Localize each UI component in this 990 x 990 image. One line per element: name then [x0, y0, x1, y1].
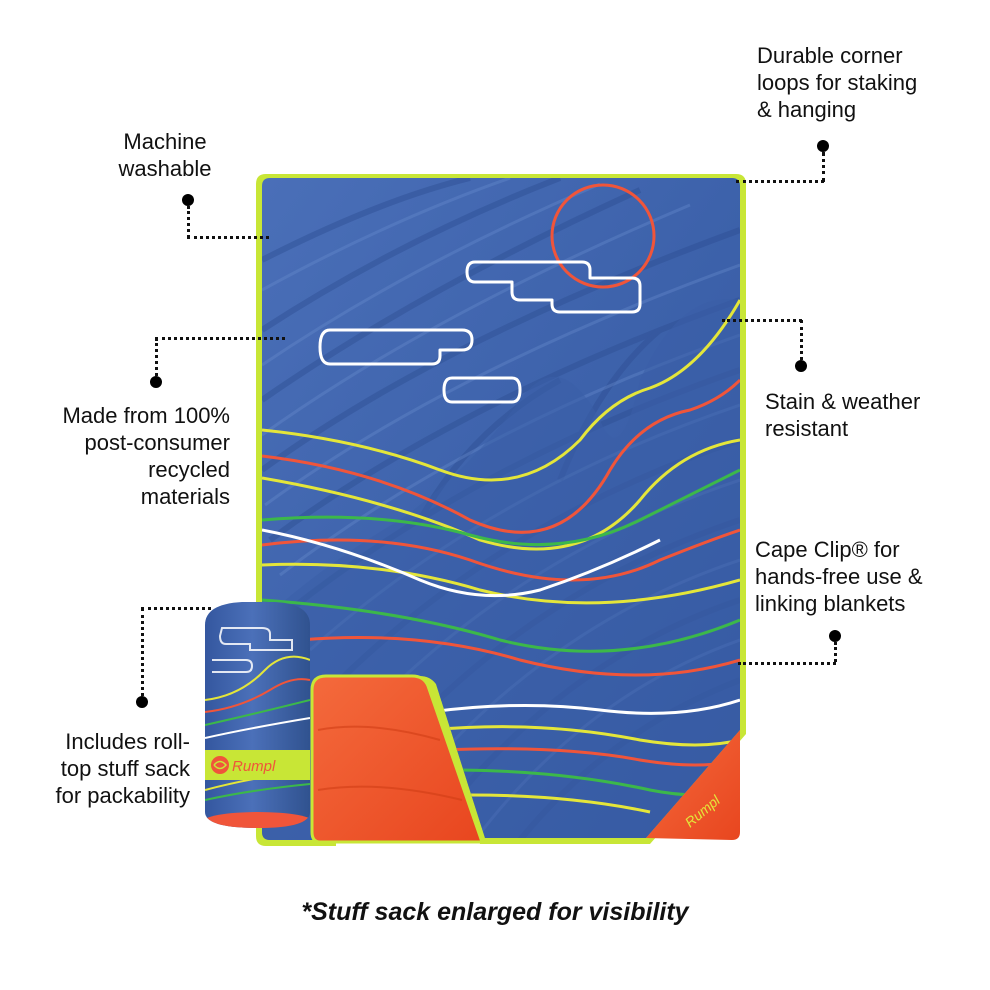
callout-leader — [834, 642, 837, 662]
callout-dot — [829, 630, 841, 642]
callout-leader — [800, 320, 803, 360]
callout-dot — [817, 140, 829, 152]
callout-leader — [141, 608, 144, 696]
callout-leader — [738, 662, 836, 665]
sun-outline — [550, 183, 656, 289]
callout-cape-clip: Cape Clip® for hands-free use & linking … — [755, 537, 923, 616]
callout-leader — [736, 180, 824, 183]
corner-patch — [646, 730, 740, 840]
callout-dot — [150, 376, 162, 388]
cloud-outline — [442, 376, 522, 404]
stuff-sack: Rumpl — [205, 602, 310, 828]
callout-dot — [795, 360, 807, 372]
cloud-outline — [318, 328, 474, 366]
callout-leader — [187, 206, 190, 238]
callout-dot — [182, 194, 194, 206]
cloud-outline — [465, 260, 642, 314]
footnote: *Stuff sack enlarged for visibility — [301, 898, 689, 926]
callout-machine-washable: Machine washable — [118, 129, 212, 181]
callout-leader — [155, 337, 285, 340]
callout-leader — [155, 338, 158, 376]
callout-stain-weather: Stain & weather resistant — [765, 389, 921, 441]
folded-corner — [310, 674, 485, 844]
callout-leader — [722, 319, 802, 322]
callout-recycled: Made from 100% post-consumer recycled ma… — [62, 403, 230, 509]
callout-corner-loops: Durable corner loops for staking & hangi… — [757, 43, 918, 122]
blanket: Rumpl — [256, 174, 746, 846]
callout-leader — [141, 607, 211, 610]
callout-stuff-sack: Includes roll- top stuff sack for packab… — [55, 729, 190, 808]
callout-dot — [136, 696, 148, 708]
callout-leader — [187, 236, 269, 239]
callout-leader — [822, 152, 825, 182]
sack-logo: Rumpl — [232, 758, 276, 775]
